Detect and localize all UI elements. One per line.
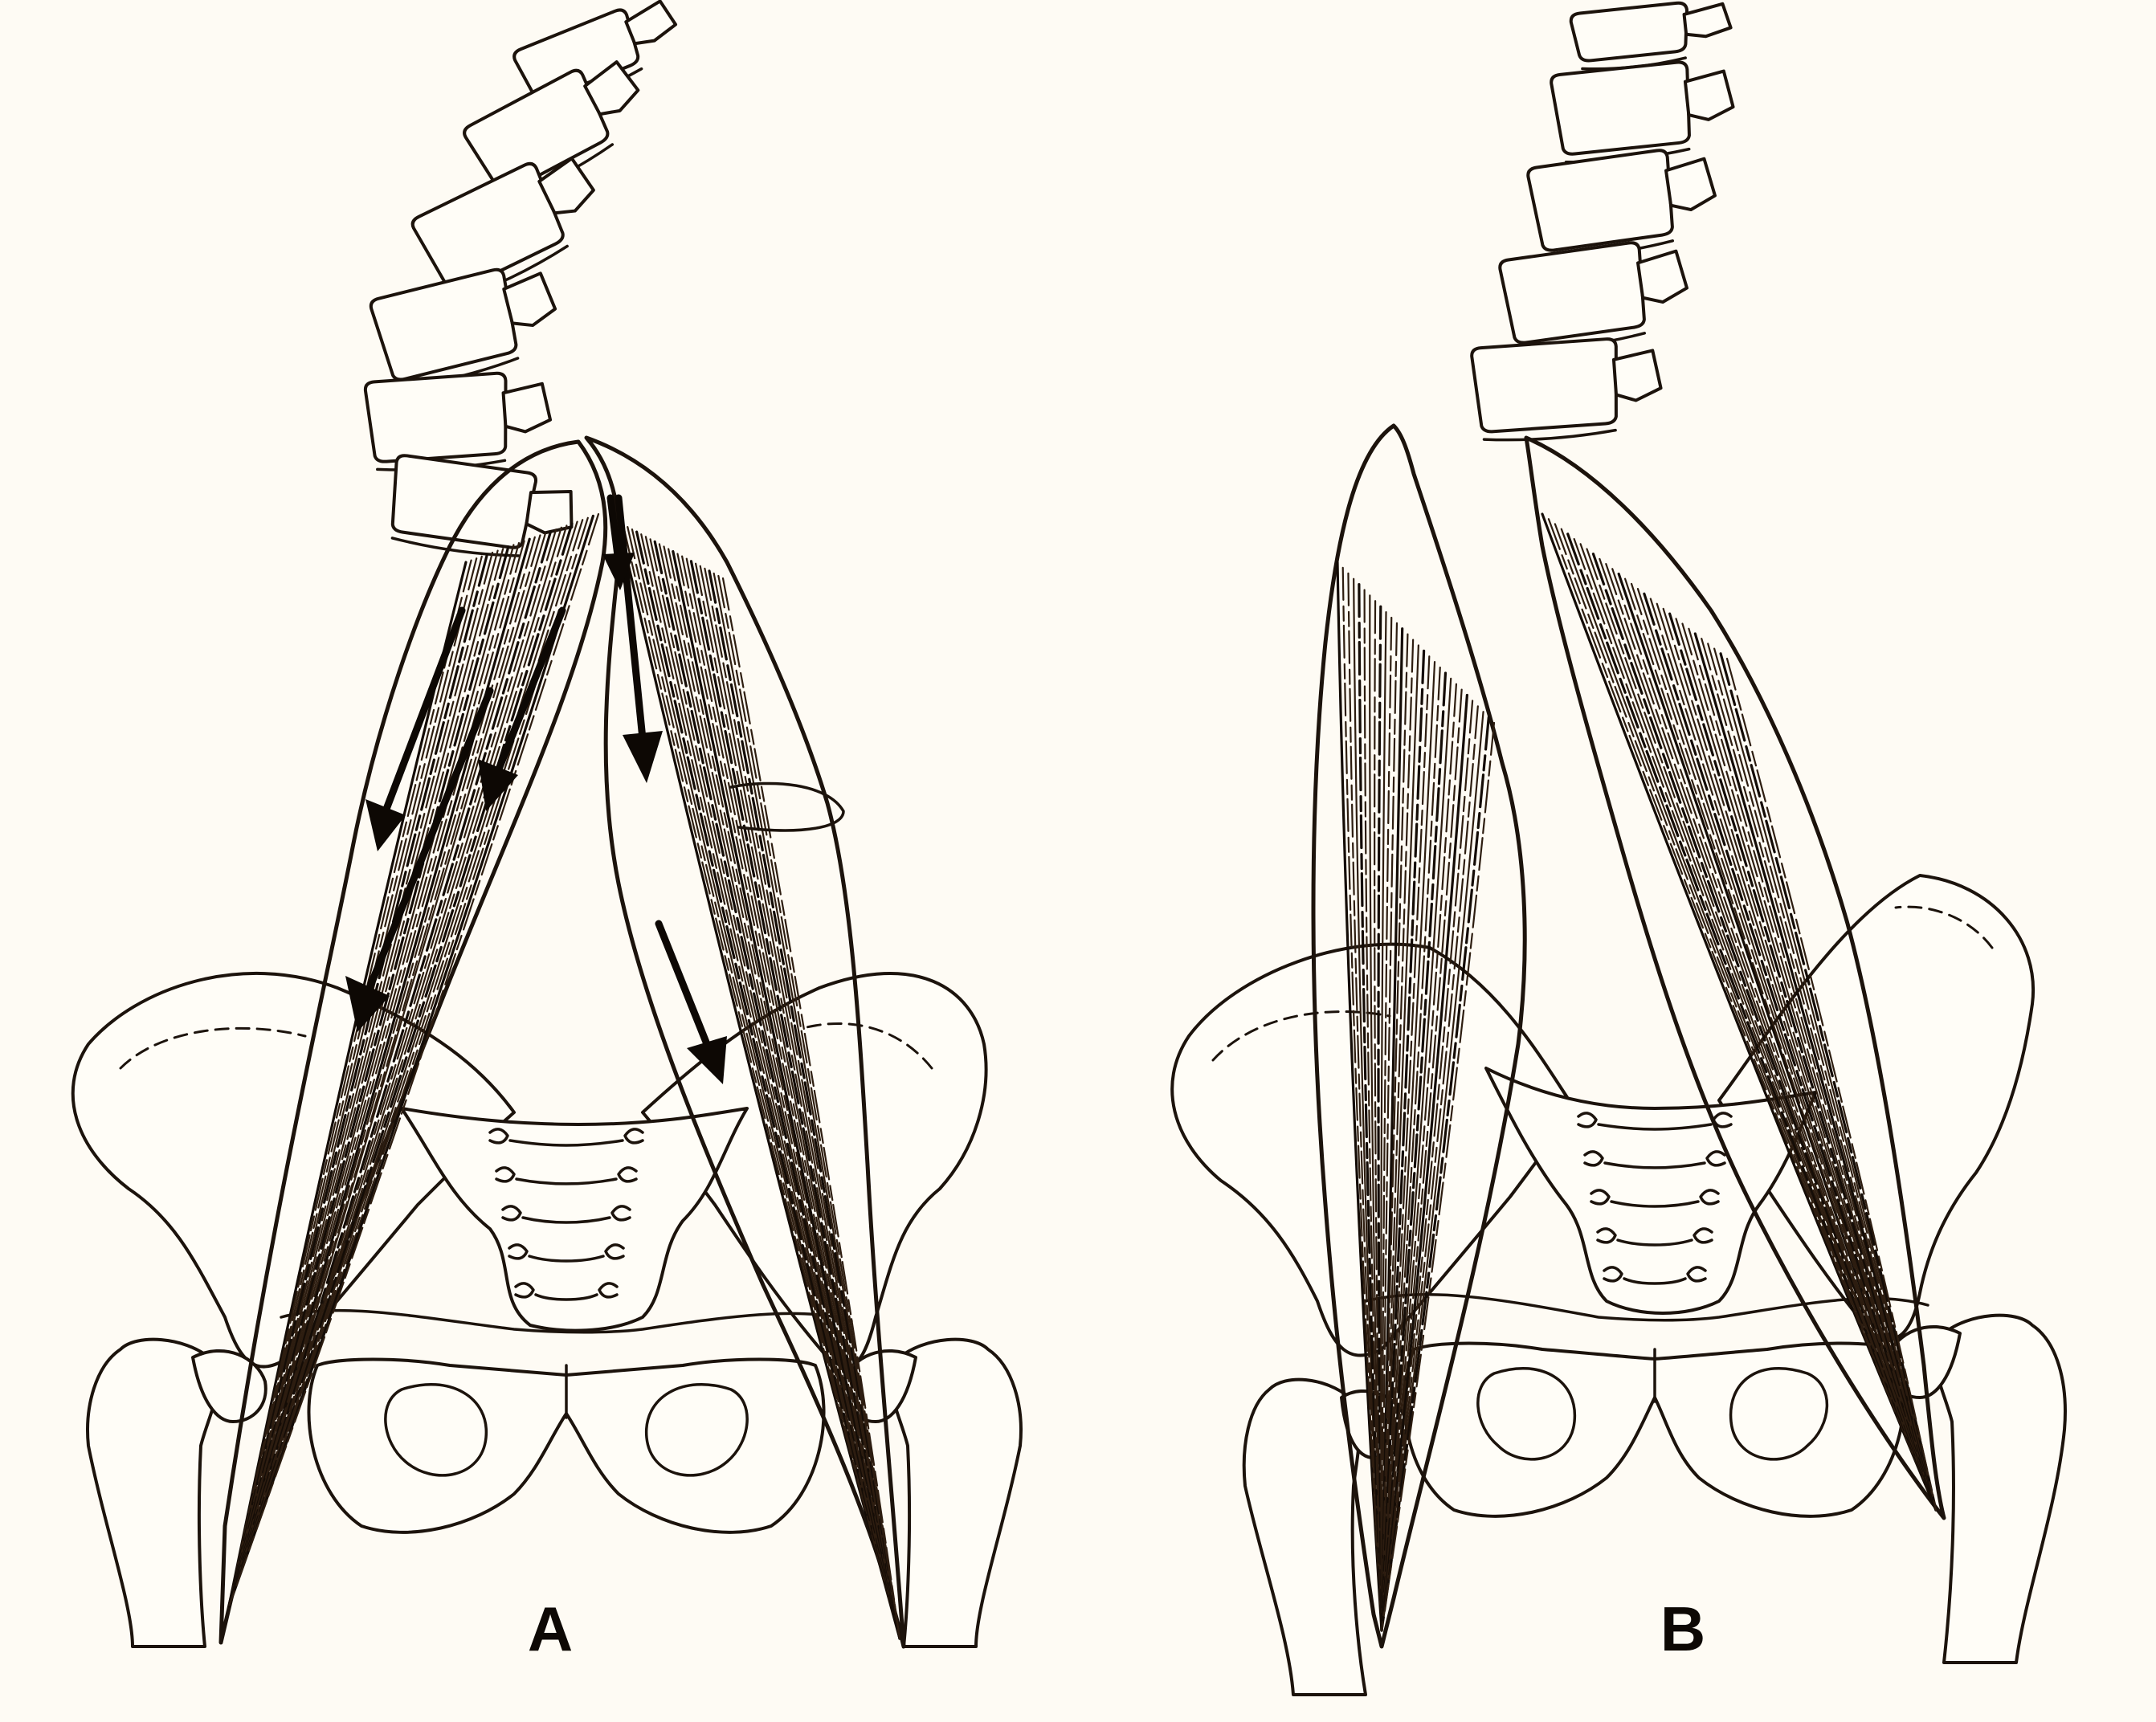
vertebra (363, 371, 553, 471)
left-obturator-foramen (1476, 1367, 1577, 1461)
right-ilium (1717, 874, 2036, 1341)
left-iliac-crest-line (119, 1026, 307, 1070)
muscle-fibers (227, 512, 901, 1640)
arrow-left-outer (365, 606, 466, 851)
pubis (1403, 1341, 1906, 1518)
right-iliac-crest-line (1894, 905, 1994, 949)
panel-b: B (1170, 1, 2067, 1696)
right-femur (1933, 1313, 2067, 1664)
sacrum (1484, 1067, 1817, 1315)
right-femur (889, 1337, 1023, 1648)
panel-label-b: B (1660, 1593, 1705, 1664)
vertebra (1470, 337, 1663, 442)
left-obturator-foramen (384, 1382, 488, 1477)
left-greater-trochanter (191, 1349, 267, 1423)
vertebra (1569, 1, 1733, 71)
sacrum (400, 1107, 749, 1332)
right-psoas-band (729, 781, 845, 832)
psoas-muscles (1311, 423, 1946, 1649)
muscle-fibers (1336, 512, 1938, 1632)
right-obturator-foramen (1729, 1367, 1829, 1461)
arrow-right-upper (615, 494, 663, 783)
right-obturator-foramen (645, 1382, 749, 1477)
vertebra (1550, 60, 1735, 164)
left-psoas (1311, 423, 1527, 1649)
panel-a: A (71, 0, 1023, 1664)
sacral-foramina (1577, 1112, 1733, 1285)
arrow-right-lower (655, 920, 727, 1084)
left-psoas (218, 439, 608, 1645)
pelvic-brim (1364, 1292, 1929, 1322)
arrow-left-inner (478, 606, 566, 811)
lumbar-spine (363, 0, 678, 557)
right-psoas (1524, 435, 1946, 1520)
right-psoas (584, 435, 906, 1649)
pubis (307, 1357, 826, 1534)
sacral-foramina (488, 1128, 644, 1301)
vertebra (369, 267, 557, 390)
panel-label-a: A (528, 1593, 573, 1664)
arrow-right-short (602, 494, 635, 590)
left-iliac-crest-line (1211, 1010, 1391, 1062)
lumbar-spine (1470, 1, 1735, 442)
vertebra (1498, 241, 1688, 353)
left-femur (86, 1337, 219, 1648)
right-iliac-crest-line (802, 1022, 933, 1070)
psoas-muscles (218, 435, 906, 1649)
pelvis (1170, 874, 2067, 1696)
vertebra (1526, 149, 1717, 260)
force-arrows (345, 494, 727, 1084)
pelvic-brim (280, 1308, 853, 1334)
arrow-left-middle (345, 687, 494, 1032)
